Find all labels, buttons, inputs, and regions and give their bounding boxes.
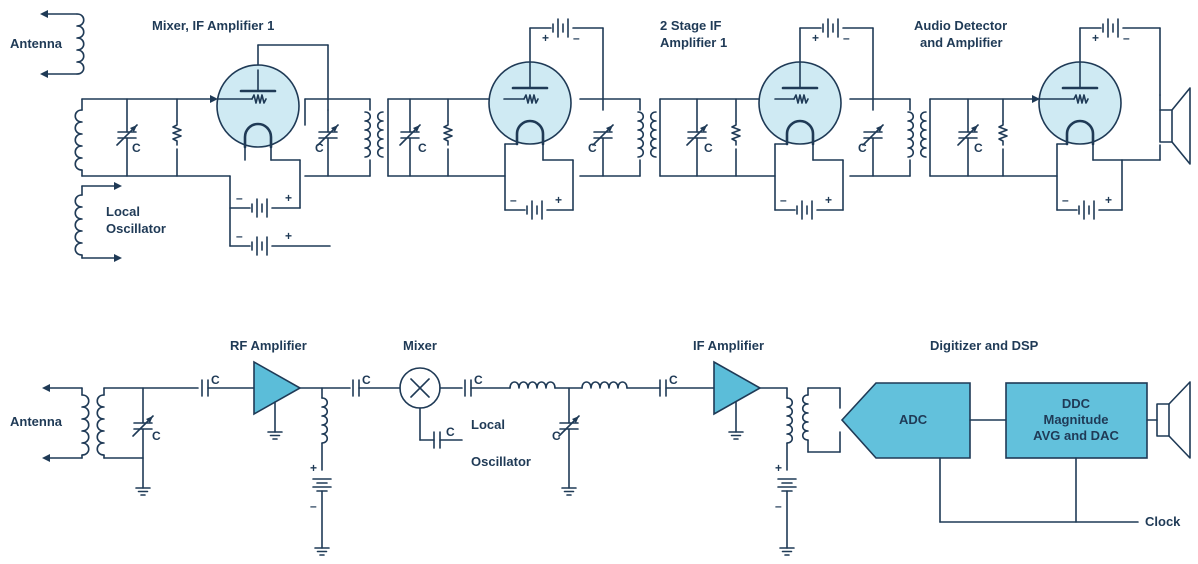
- modern-receiver-schematic: Antenna C C RF Amplifier + – C: [10, 338, 1191, 556]
- svg-text:–: –: [775, 499, 782, 513]
- antenna-coil-top: [40, 10, 85, 78]
- svg-text:–: –: [310, 499, 317, 513]
- adc-label: ADC: [899, 412, 928, 427]
- svg-text:–: –: [843, 31, 850, 45]
- svg-text:C: C: [446, 425, 455, 439]
- mixer-if1-label: Mixer, IF Amplifier 1: [152, 18, 274, 33]
- svg-text:+: +: [555, 193, 562, 207]
- if-amplifier-label: IF Amplifier: [693, 338, 764, 353]
- rf-amplifier: [253, 360, 302, 416]
- svg-text:+: +: [1092, 31, 1099, 45]
- rf-amplifier-label: RF Amplifier: [230, 338, 307, 353]
- svg-text:C: C: [552, 429, 561, 443]
- svg-text:–: –: [236, 229, 243, 243]
- ddc-label-2: Magnitude: [1044, 412, 1109, 427]
- svg-text:+: +: [1105, 193, 1112, 207]
- svg-text:–: –: [236, 191, 243, 205]
- speaker-bottom: [1156, 381, 1191, 459]
- clock-label: Clock: [1145, 514, 1181, 529]
- svg-text:C: C: [362, 373, 371, 387]
- digitizer-dsp-label: Digitizer and DSP: [930, 338, 1039, 353]
- svg-text:C: C: [474, 373, 483, 387]
- svg-text:C: C: [315, 141, 324, 155]
- svg-text:C: C: [858, 141, 867, 155]
- svg-text:C: C: [418, 141, 427, 155]
- if2-label-1: 2 Stage IF: [660, 18, 721, 33]
- if-amplifier: [713, 360, 762, 416]
- svg-text:–: –: [573, 31, 580, 45]
- vacuum-tube-4: [1038, 27, 1122, 146]
- svg-text:C: C: [669, 373, 678, 387]
- if2-label-2: Amplifier 1: [660, 35, 727, 50]
- vacuum-tube-1: [216, 64, 300, 149]
- local-osc-label-1: Local: [106, 204, 140, 219]
- svg-text:+: +: [812, 31, 819, 45]
- svg-text:+: +: [775, 461, 782, 475]
- vacuum-tube-3: [758, 27, 842, 146]
- svg-text:C: C: [152, 429, 161, 443]
- svg-text:–: –: [1062, 193, 1069, 207]
- svg-text:+: +: [825, 193, 832, 207]
- mixer-symbol: [399, 367, 441, 409]
- local-oscillator-coil: [74, 182, 122, 262]
- svg-text:+: +: [285, 229, 292, 243]
- audio-label-2: and Amplifier: [920, 35, 1003, 50]
- local-osc-label-2: Oscillator: [106, 221, 166, 236]
- svg-text:C: C: [588, 141, 597, 155]
- vacuum-tube-2: [488, 27, 572, 146]
- ddc-label-3: AVG and DAC: [1033, 428, 1119, 443]
- antenna-label-top: Antenna: [10, 36, 63, 51]
- speaker-top: [1159, 87, 1191, 165]
- svg-text:C: C: [211, 373, 220, 387]
- svg-text:–: –: [780, 193, 787, 207]
- antenna-label-bottom: Antenna: [10, 414, 63, 429]
- svg-text:C: C: [704, 141, 713, 155]
- svg-text:–: –: [510, 193, 517, 207]
- svg-text:C: C: [974, 141, 983, 155]
- audio-label-1: Audio Detector: [914, 18, 1007, 33]
- cap-label: C: [132, 141, 141, 155]
- ddc-block: DDC Magnitude AVG and DAC: [1005, 382, 1148, 459]
- svg-text:+: +: [285, 191, 292, 205]
- adc-block: ADC: [840, 382, 971, 459]
- tube-receiver-schematic: Antenna Mixer, IF Amplifier 1 C Local Os…: [10, 10, 1191, 262]
- antenna-coil-bottom: [42, 384, 90, 462]
- ddc-label-1: DDC: [1062, 396, 1091, 411]
- oscillator-label: Oscillator: [471, 454, 531, 469]
- svg-text:+: +: [542, 31, 549, 45]
- local-label: Local: [471, 417, 505, 432]
- svg-text:–: –: [1123, 31, 1130, 45]
- svg-text:+: +: [310, 461, 317, 475]
- mixer-label: Mixer: [403, 338, 437, 353]
